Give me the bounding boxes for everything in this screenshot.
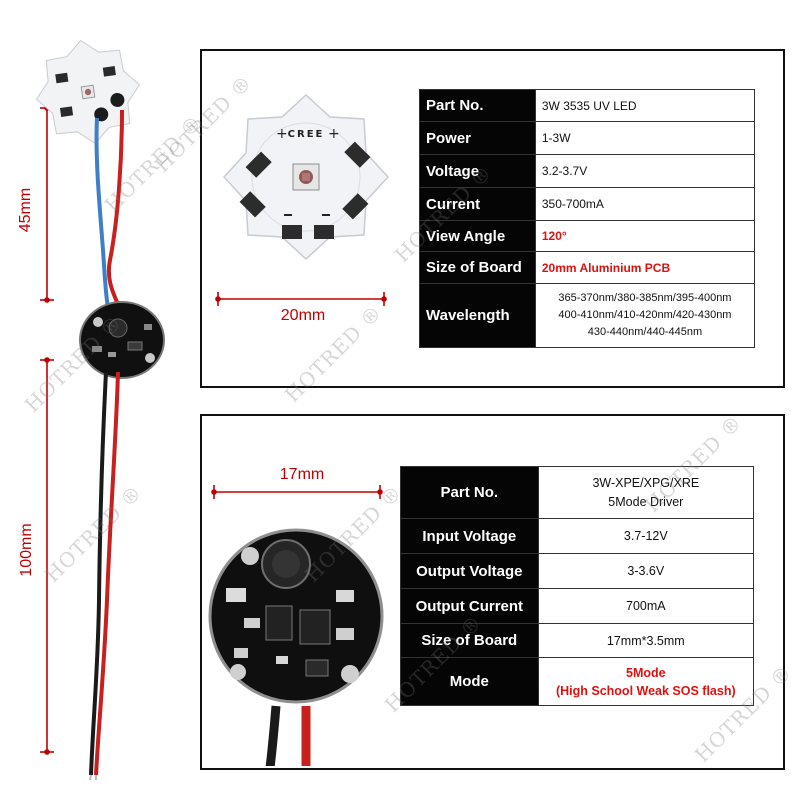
spec-label: Wavelength: [419, 283, 536, 348]
spec-label: Current: [419, 187, 536, 221]
spec-value: 365-370nm/380-385nm/395-400nm 400-410nm/…: [534, 283, 756, 348]
spec-value: 3-3.6V: [537, 553, 755, 589]
spec-value: 17mm*3.5mm: [537, 623, 755, 658]
table-row: Output Voltage 3-3.6V: [400, 553, 755, 589]
spec-label: Power: [419, 121, 536, 155]
table-row: Part No. 3W-XPE/XPG/XRE 5Mode Driver: [400, 466, 755, 519]
svg-text:+: +: [276, 126, 288, 142]
mode-line: (High School Weak SOS flash): [555, 683, 736, 698]
driver-spec-panel: 17mm Part No. 3W-XPE/XPG/XRE 5: [200, 414, 785, 770]
table-row: Mode 5Mode (High School Weak SOS flash): [400, 657, 755, 706]
spec-label: Part No.: [400, 466, 539, 519]
table-row: Size of Board 20mm Aluminium PCB: [419, 251, 756, 284]
spec-value: 3W 3535 UV LED: [534, 89, 756, 122]
dim-line-17mm: [211, 485, 383, 499]
wavelength-line: 365-370nm/380-385nm/395-400nm: [558, 292, 732, 304]
part-no-line: 5Mode Driver: [608, 494, 684, 509]
table-row: Wavelength 365-370nm/380-385nm/395-400nm…: [419, 283, 756, 348]
spec-value: 5Mode (High School Weak SOS flash): [537, 657, 755, 706]
dimension-100mm-label: 100mm: [18, 523, 35, 577]
spec-label: Input Voltage: [400, 518, 539, 554]
driver-board-small: [79, 301, 165, 379]
wavelength-line: 430-440nm/440-445nm: [587, 326, 703, 338]
svg-text:+: +: [328, 126, 340, 142]
table-row: Part No. 3W 3535 UV LED: [419, 89, 756, 122]
assembly-illustration: 45mm 100mm: [0, 0, 200, 800]
spec-label: Part No.: [419, 89, 536, 122]
table-row: Input Voltage 3.7-12V: [400, 518, 755, 554]
spec-label: Size of Board: [419, 251, 536, 284]
mode-line: 5Mode: [626, 665, 666, 680]
table-row: Size of Board 17mm*3.5mm: [400, 623, 755, 658]
spec-value: 700mA: [537, 588, 755, 624]
dim-line-20mm: [215, 292, 387, 306]
spec-label: View Angle: [419, 220, 536, 252]
spec-value: 350-700mA: [534, 187, 756, 221]
dimension-17mm-label: 17mm: [279, 466, 325, 483]
dimension-20mm-label: 20mm: [280, 307, 326, 324]
led-spec-table: Part No. 3W 3535 UV LED Power 1-3W Volta…: [419, 89, 756, 348]
assembly-svg: [35, 39, 165, 781]
spec-value: 20mm Aluminium PCB: [534, 251, 756, 284]
spec-label: Voltage: [419, 154, 536, 188]
wavelength-line: 400-410nm/410-420nm/420-430nm: [558, 309, 732, 321]
spec-label: Mode: [400, 657, 539, 706]
driver-board-illustration: [208, 528, 384, 766]
table-row: View Angle 120°: [419, 220, 756, 252]
table-row: Output Current 700mA: [400, 588, 755, 624]
spec-value: 1-3W: [534, 121, 756, 155]
table-row: Current 350-700mA: [419, 187, 756, 221]
spec-value: 3.2-3.7V: [534, 154, 756, 188]
cree-silkscreen: CREE: [288, 129, 325, 140]
dimension-45mm-label: 45mm: [17, 187, 34, 233]
table-row: Power 1-3W: [419, 121, 756, 155]
spec-label: Size of Board: [400, 623, 539, 658]
driver-spec-table: Part No. 3W-XPE/XPG/XRE 5Mode Driver Inp…: [400, 466, 755, 706]
part-no-line: 3W-XPE/XPG/XRE: [592, 475, 700, 490]
led-spec-panel: CREE + + 20mm Part No. 3W 3535 UV LED Po…: [200, 49, 785, 388]
spec-label: Output Voltage: [400, 553, 539, 589]
led-star-board-illustration: CREE + +: [222, 93, 390, 261]
table-row: Voltage 3.2-3.7V: [419, 154, 756, 188]
spec-value: 3.7-12V: [537, 518, 755, 554]
spec-value: 3W-XPE/XPG/XRE 5Mode Driver: [537, 466, 755, 519]
spec-label: Output Current: [400, 588, 539, 624]
spec-value: 120°: [534, 220, 756, 252]
